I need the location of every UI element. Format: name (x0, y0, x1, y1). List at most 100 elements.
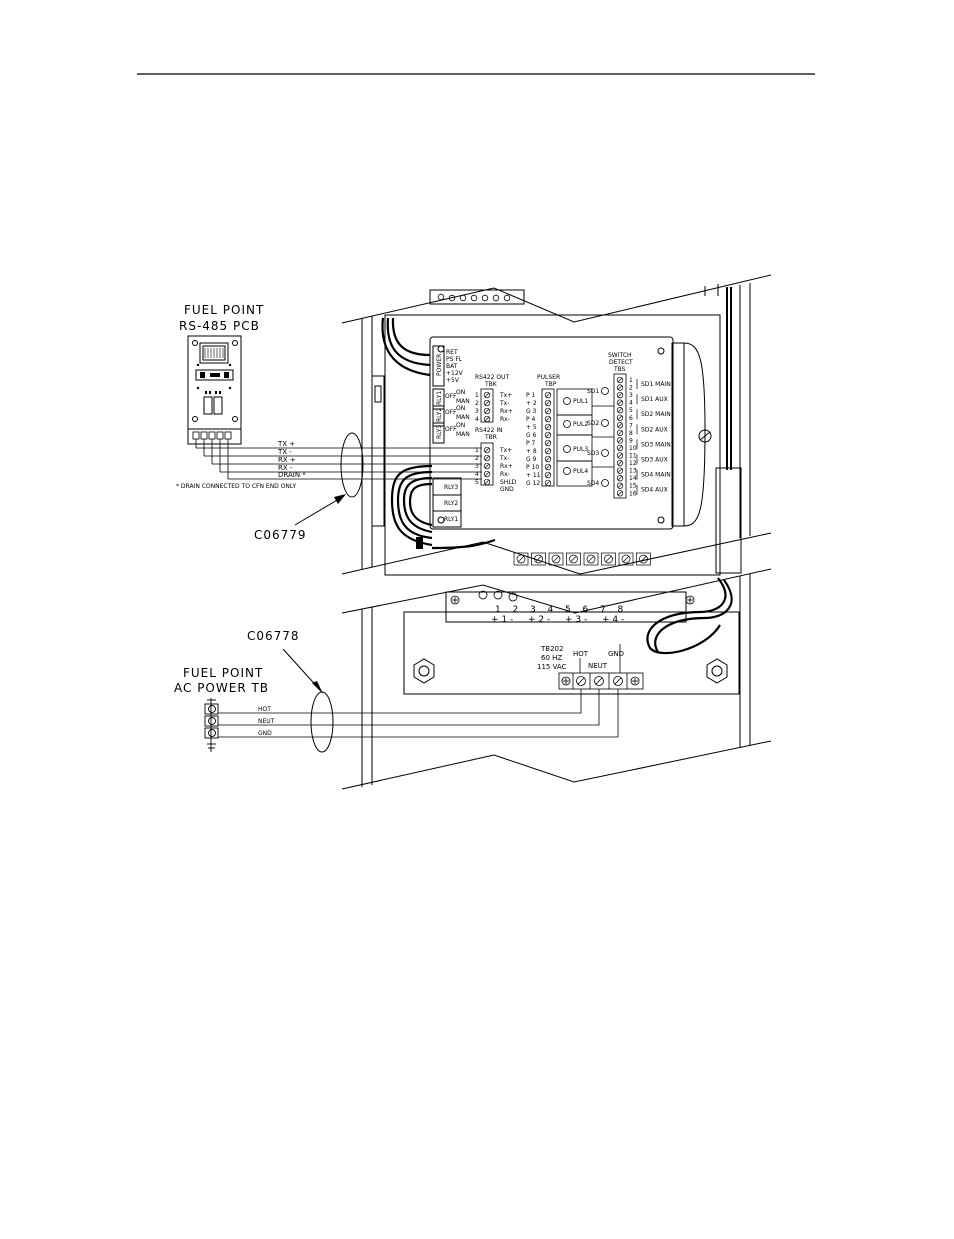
cable-ellipse-bottom (310, 691, 334, 753)
tb202-line2: 60 HZ (541, 654, 562, 662)
pul4-label: PUL4 (573, 468, 588, 475)
pulser-row-label: G 3 (526, 408, 537, 415)
switch-detect-num: 5 (629, 407, 633, 414)
pcb-title-line1: FUEL POINT (184, 303, 264, 317)
rs422-in-screw (483, 446, 491, 454)
switch-detect-label: SD2 MAIN (641, 411, 671, 418)
switch-detect-screw (616, 399, 624, 406)
switch-detect-screw (616, 376, 624, 384)
pulser-screw (544, 431, 552, 439)
power-wire-gnd: GND (258, 730, 272, 737)
switch-detect-tb: TBS (613, 366, 626, 373)
switch-detect-num: 10 (629, 445, 637, 452)
rs422-in-block: RS422 IN TBR 1 2 3 4 5 Tx+ Tx- Rx+ Rx- S… (475, 427, 517, 493)
sd4-label: SD4 (587, 480, 599, 487)
rs422-out-tb: TBK (484, 381, 498, 388)
callout-arrowhead-top (334, 494, 346, 504)
rs422-out-sig-1: Tx+ (499, 392, 512, 399)
enclosure (341, 274, 772, 790)
switch-detect-label: SD4 MAIN (641, 472, 671, 479)
pulser-row-label: + 8 (526, 448, 537, 455)
relay-tag-2: RLY2 (436, 408, 443, 422)
lower-group-3: + 3 - (565, 615, 587, 625)
connector-screw (534, 554, 543, 564)
relay-block-rly2: RLY2 (444, 500, 458, 507)
switch-detect-label: SD3 MAIN (641, 441, 671, 448)
callout-arrowhead-bottom (312, 681, 323, 694)
pulser-row-label: G 6 (526, 432, 537, 439)
rs422-in-num-2: 2 (475, 455, 479, 462)
ac-tb-title-line2: AC POWER TB (174, 681, 269, 695)
lower-terminal-num: 4 (548, 605, 554, 615)
relay-man-3: MAN (456, 431, 470, 438)
wire-tie (416, 537, 423, 549)
rs422-in-screw (483, 470, 491, 478)
rs422-out-sig-4: Rx- (500, 416, 510, 423)
lower-terminal-num: 3 (530, 605, 536, 615)
pulser-screw (544, 391, 552, 399)
relay-man-1: MAN (456, 398, 470, 405)
sd1-label: SD1 (587, 388, 599, 395)
ac-power-tb: FUEL POINT AC POWER TB (174, 666, 269, 752)
pulser-screw (544, 463, 552, 471)
switch-detect-num: 3 (629, 392, 633, 399)
switch-detect-screw (616, 414, 624, 421)
switch-detect-num: 9 (629, 437, 633, 444)
tb202-neut: NEUT (588, 662, 608, 670)
lower-terminal-num: 5 (565, 605, 571, 615)
connector-screw (621, 554, 631, 564)
relay-off-3: OFF (445, 426, 457, 433)
switch-detect-screw (616, 429, 624, 437)
switch-detect-screw (616, 437, 624, 444)
cable-label-bottom: C06778 (247, 629, 300, 643)
switch-detect-screw (616, 459, 624, 467)
rs422-out-screw (483, 407, 491, 415)
pulser-block: PULSER TBP P 1+ 2G 3P 4+ 5G 6P 7+ 8G 9P … (526, 374, 593, 487)
status-label-ret: RET (446, 349, 458, 356)
pul2-label: PUL2 (573, 421, 588, 428)
pulser-screw (544, 407, 552, 415)
rs422-out-num-4: 4 (475, 416, 479, 423)
status-label-psfl: PS FL (446, 356, 463, 363)
switch-detect-num: 14 (629, 475, 637, 482)
tb202-line1: TB202 (540, 645, 563, 653)
connector-screw (604, 554, 613, 564)
relay-off-1: OFF (445, 393, 457, 400)
lower-terminal-num: 2 (513, 605, 519, 615)
switch-detect-screw (616, 391, 624, 399)
switch-detect-block: SWITCH DETECT TBS SD1 SD2 SD3 SD4 123456… (587, 352, 671, 499)
switch-detect-num: 16 (629, 490, 637, 497)
rs422-in-screw (483, 478, 491, 486)
pulser-screw (544, 455, 552, 463)
rs422-out-sig-2: Tx- (499, 400, 509, 407)
switch-detect-screw (616, 490, 624, 497)
switch-detect-num: 11 (629, 453, 637, 460)
lower-terminal-num: 7 (600, 605, 606, 615)
rs422-out-sig-3: Rx+ (500, 408, 513, 415)
pulser-row-label: P 7 (526, 440, 536, 447)
rs422-in-gnd: GND (500, 486, 514, 493)
lower-terminal-num: 8 (618, 605, 624, 615)
switch-detect-num: 2 (629, 385, 633, 392)
rs422-out-block: RS422 OUT TBK 1 2 3 4 Tx+ Tx- Rx+ Rx- (475, 374, 513, 423)
status-panel: POWER RET PS FL BAT +12V +5V RLY1 ON OFF… (436, 349, 470, 523)
pulser-screw (544, 415, 552, 423)
pulser-tb: TBP (544, 381, 557, 388)
wire-label-rx-plus: RX + (278, 456, 296, 464)
switch-detect-num: 8 (629, 430, 633, 437)
relay-off-2: OFF (445, 409, 457, 416)
tb202-hot: HOT (573, 650, 589, 658)
switch-detect-title1: SWITCH (608, 352, 632, 359)
pulser-screw (544, 471, 552, 479)
status-label-12v: +12V (446, 370, 464, 377)
status-label-bat: BAT (446, 363, 458, 370)
wire-label-tx-plus: TX + (277, 440, 295, 448)
rs422-out-screw (483, 391, 491, 399)
switch-detect-screw (616, 384, 624, 391)
rs422-out-screw (483, 415, 491, 423)
lower-group-4: + 4 - (602, 615, 624, 625)
switch-detect-num: 7 (629, 422, 633, 429)
switch-detect-num: 6 (629, 415, 633, 422)
rs422-in-title: RS422 IN (475, 427, 503, 434)
switch-detect-num: 12 (629, 460, 637, 467)
